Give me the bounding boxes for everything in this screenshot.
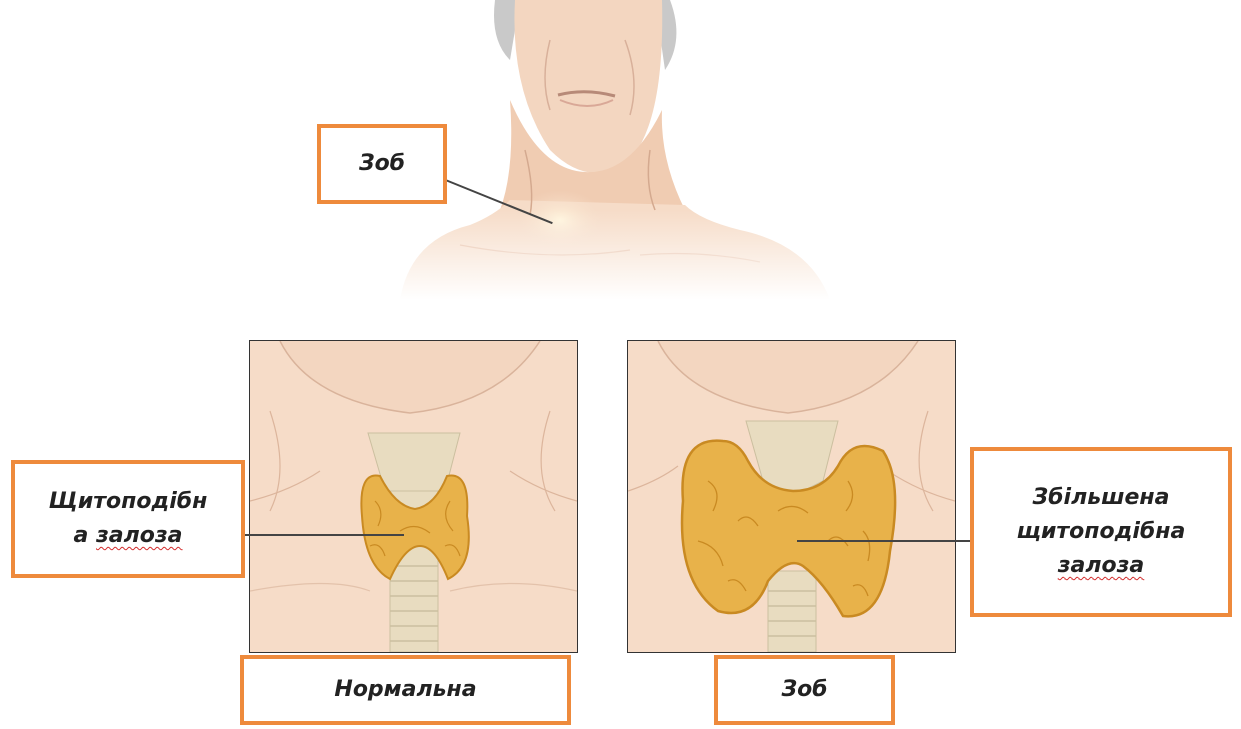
- goiter-caption: Зоб: [714, 655, 895, 725]
- thyroid-label-misspelled-word: залоза: [96, 523, 183, 548]
- neck-goiter-illustration: [400, 0, 830, 300]
- normal-thyroid-panel: [249, 340, 578, 653]
- enlarged-thyroid-label-line3: залоза: [1058, 549, 1145, 583]
- enlarged-thyroid-label: Збільшена щитоподібна залоза: [970, 447, 1232, 617]
- thyroid-label-line2: а залоза: [73, 519, 182, 553]
- enlarged-thyroid-leader-line: [797, 540, 973, 542]
- normal-caption: Нормальна: [240, 655, 571, 725]
- thyroid-label-line1: Щитоподібн: [49, 485, 208, 519]
- thyroid-leader-line: [244, 534, 404, 536]
- enlarged-thyroid-label-line1: Збільшена: [1033, 481, 1170, 515]
- normal-caption-text: Нормальна: [334, 673, 476, 707]
- normal-thyroid-illustration: [250, 341, 577, 652]
- goiter-label-top: Зоб: [317, 124, 447, 204]
- goiter-panel: [627, 340, 956, 653]
- goiter-label-top-text: Зоб: [359, 147, 405, 181]
- goiter-caption-text: Зоб: [781, 673, 827, 707]
- goiter-thyroid-illustration: [628, 341, 955, 652]
- thyroid-label: Щитоподібн а залоза: [11, 460, 245, 578]
- thyroid-label-line2-text: а залоза: [73, 523, 182, 548]
- enlarged-thyroid-label-line2: щитоподібна: [1017, 515, 1186, 549]
